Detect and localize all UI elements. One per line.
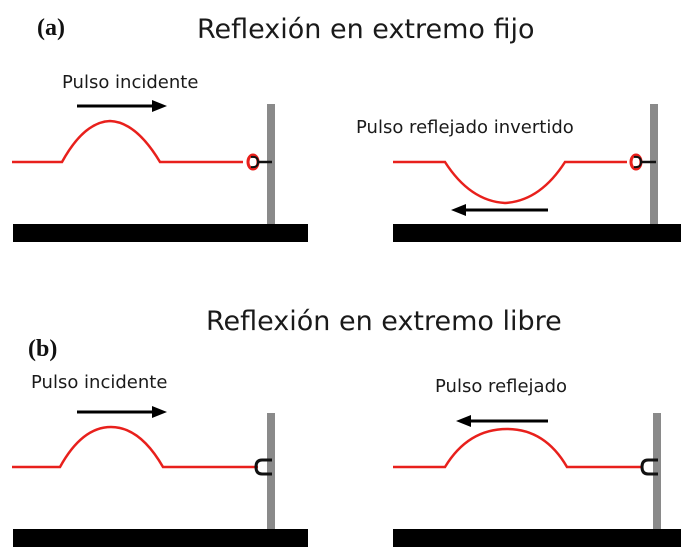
reflected-pulse-rope xyxy=(393,427,642,469)
section-a: (a) Reflexión en extremo fijo Pulso inci… xyxy=(12,14,681,242)
panel-b-reflected: Pulso reflejado xyxy=(393,376,681,547)
section-a-label: (a) xyxy=(37,15,65,41)
fixed-knot-icon xyxy=(246,153,272,171)
sliding-ring-icon xyxy=(640,458,658,476)
panel-a-reflected: Pulso reflejado invertido xyxy=(356,104,681,242)
ground-bar xyxy=(13,224,308,242)
sliding-ring-icon xyxy=(254,458,272,476)
section-a-title: Reflexión en extremo fijo xyxy=(197,14,535,45)
incident-pulse-rope xyxy=(12,425,258,469)
section-b: (b) Reflexión en extremo libre Pulso inc… xyxy=(12,306,681,547)
inverted-pulse-rope xyxy=(393,160,627,205)
panel-a-incident: Pulso incidente xyxy=(12,72,308,242)
panel-b-reflected-caption: Pulso reflejado xyxy=(435,376,567,397)
panel-a-reflected-caption: Pulso reflejado invertido xyxy=(356,117,574,138)
right-arrow-icon xyxy=(77,100,167,112)
incident-pulse-rope xyxy=(12,119,243,164)
ground-bar xyxy=(13,529,308,547)
ground-bar xyxy=(393,224,681,242)
right-arrow-icon xyxy=(77,406,167,418)
left-arrow-icon xyxy=(456,415,548,427)
section-b-label: (b) xyxy=(28,336,57,362)
left-arrow-icon xyxy=(451,204,548,216)
fixed-pole xyxy=(650,104,658,231)
panel-b-incident-caption: Pulso incidente xyxy=(31,372,167,393)
section-b-title: Reflexión en extremo libre xyxy=(206,306,562,337)
panel-a-incident-caption: Pulso incidente xyxy=(62,72,198,93)
ground-bar xyxy=(393,529,681,547)
fixed-pole xyxy=(267,104,275,231)
fixed-knot-icon xyxy=(629,153,656,171)
panel-b-incident: Pulso incidente xyxy=(12,372,308,547)
